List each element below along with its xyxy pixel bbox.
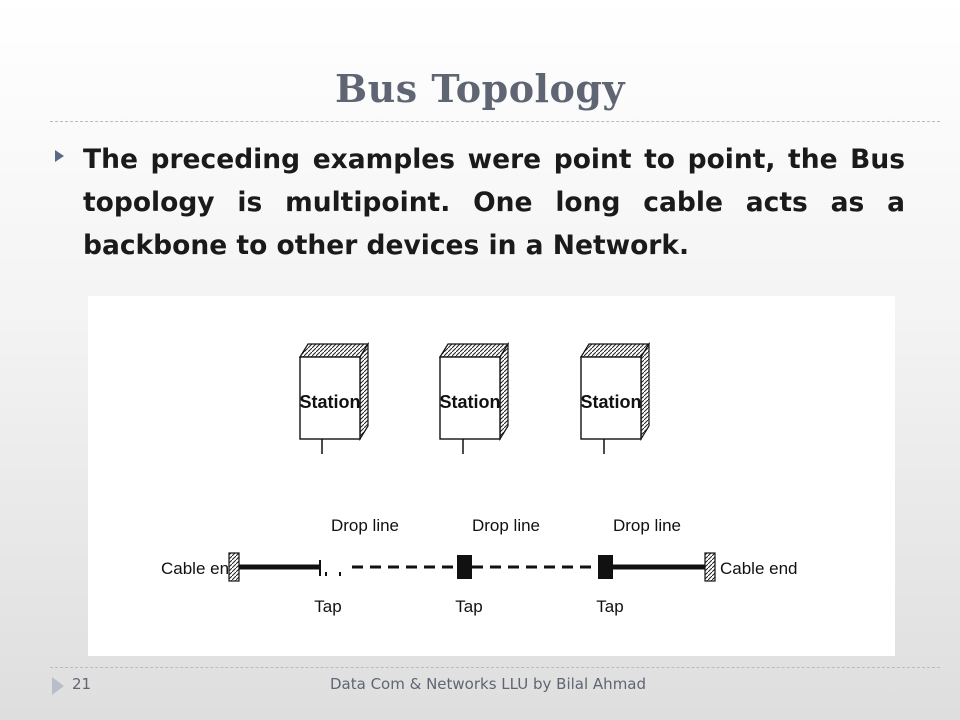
title-divider <box>50 121 940 122</box>
bus-topology-diagram: Station Station Station Drop line Drop l… <box>88 296 895 656</box>
cable-end-terminator-right <box>704 552 716 582</box>
page-number: 21 <box>72 675 92 693</box>
tap-label: Tap <box>596 597 623 616</box>
station-top-face <box>579 343 651 358</box>
tap-marker <box>598 555 613 579</box>
drop-line-label: Drop line <box>613 516 681 535</box>
cable-end-label-left: Cable end <box>161 559 239 578</box>
drop-line-label: Drop line <box>472 516 540 535</box>
footer-credit: Data Com & Networks LLU by Bilal Ahmad <box>330 675 647 693</box>
station-front-face <box>299 356 361 440</box>
station-side-face <box>640 341 650 442</box>
slide-title: Bus Topology <box>335 66 625 111</box>
station-label: Station <box>440 392 501 412</box>
station-side-face <box>359 341 369 442</box>
bullet-text: The preceding examples were point to poi… <box>83 144 905 261</box>
station-top-face <box>298 343 370 358</box>
station-label: Station <box>300 392 361 412</box>
footer-arrow-icon <box>52 677 64 695</box>
cable-end-terminator-left <box>228 552 240 582</box>
station-front-face <box>580 356 642 440</box>
station-label: Station <box>581 392 642 412</box>
tap-label: Tap <box>455 597 482 616</box>
tap-label: Tap <box>314 597 341 616</box>
station-side-face <box>499 341 509 442</box>
footer-divider <box>50 667 940 668</box>
cable-end-label-right: Cable end <box>720 559 798 578</box>
station-2: Station <box>438 341 510 454</box>
station-1: Station <box>298 341 370 454</box>
station-top-face <box>438 343 510 358</box>
drop-line-label: Drop line <box>331 516 399 535</box>
diagram-svg: Station Station Station Drop line Drop l… <box>161 341 798 616</box>
tap-marker <box>457 555 472 579</box>
bullet-item: The preceding examples were point to poi… <box>55 138 905 267</box>
bullet-arrow-icon <box>55 150 64 162</box>
station-3: Station <box>579 341 651 454</box>
station-front-face <box>439 356 501 440</box>
